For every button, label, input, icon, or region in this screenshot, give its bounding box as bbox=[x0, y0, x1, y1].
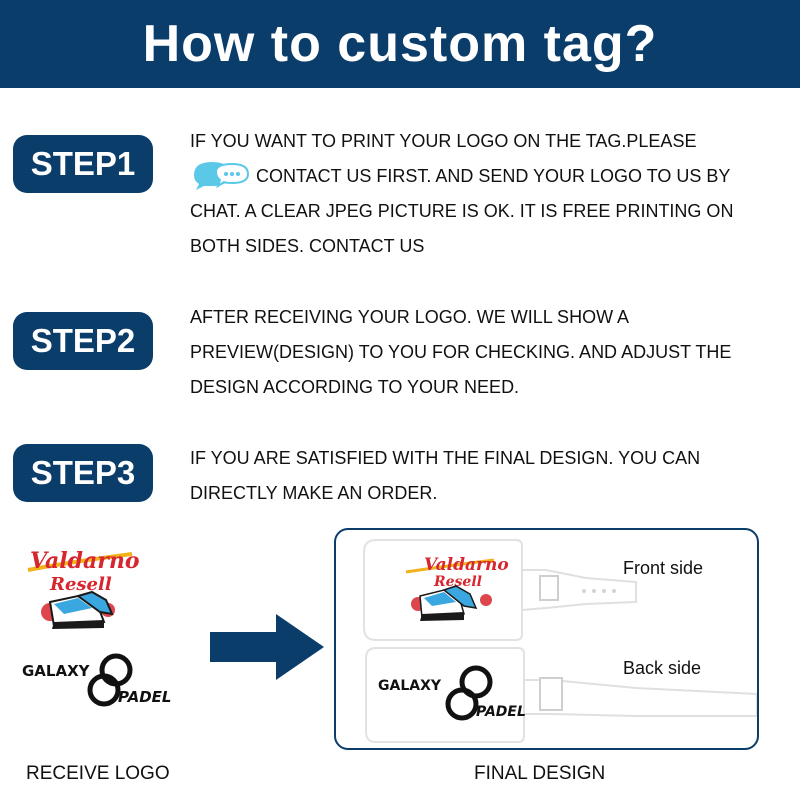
valdarno-subtitle: Resell bbox=[49, 574, 112, 595]
tags-illustration: Valdarno Resell GALAXY PADEL bbox=[363, 539, 757, 743]
galaxy-padel-logo: GALAXY PADEL bbox=[20, 650, 180, 720]
step2-text: AFTER RECEIVING YOUR LOGO. WE WILL SHOW … bbox=[190, 300, 780, 405]
front-tag: Valdarno Resell bbox=[363, 539, 637, 641]
step1-line: IF YOU WANT TO PRINT YOUR LOGO ON THE TA… bbox=[190, 131, 697, 151]
back-galaxy-word: GALAXY bbox=[378, 678, 442, 694]
front-valdarno-title: Valdarno bbox=[424, 555, 509, 575]
galaxy-word: GALAXY bbox=[22, 662, 91, 680]
front-valdarno-subtitle: Resell bbox=[433, 574, 482, 590]
final-design-panel: Valdarno Resell GALAXY PADEL Front side … bbox=[334, 528, 759, 750]
step3-text: IF YOU ARE SATISFIED WITH THE FINAL DESI… bbox=[190, 441, 780, 511]
padel-word: PADEL bbox=[118, 688, 171, 706]
back-side-label: Back side bbox=[623, 658, 702, 678]
step1-badge: STEP1 bbox=[13, 135, 153, 193]
step1-line: BOTH SIDES. CONTACT US bbox=[190, 236, 425, 256]
chat-bubble-icon[interactable] bbox=[190, 159, 252, 191]
step3-line: DIRECTLY MAKE AN ORDER. bbox=[190, 483, 438, 503]
front-side-label: Front side bbox=[623, 558, 704, 578]
step1-text: IF YOU WANT TO PRINT YOUR LOGO ON THE TA… bbox=[190, 124, 780, 264]
step2-line: PREVIEW(DESIGN) TO YOU FOR CHECKING. AND… bbox=[190, 342, 732, 362]
step1-line: CONTACT US FIRST. AND SEND YOUR LOGO TO … bbox=[190, 159, 780, 194]
step3-badge: STEP3 bbox=[13, 444, 153, 502]
step2-line: DESIGN ACCORDING TO YOUR NEED. bbox=[190, 377, 520, 397]
back-padel-word: PADEL bbox=[476, 704, 526, 720]
header-banner: How to custom tag? bbox=[0, 0, 800, 88]
final-design-caption: FINAL DESIGN bbox=[474, 763, 606, 784]
valdarno-logo: Valdarno Resell bbox=[20, 540, 140, 640]
page-title: How to custom tag? bbox=[142, 15, 658, 73]
receive-logo-caption: RECEIVE LOGO bbox=[26, 763, 170, 784]
step3-line: IF YOU ARE SATISFIED WITH THE FINAL DESI… bbox=[190, 448, 701, 468]
valdarno-title: Valdarno bbox=[30, 548, 140, 574]
back-tag: GALAXY PADEL bbox=[365, 647, 757, 743]
step1-line: CHAT. A CLEAR JPEG PICTURE IS OK. IT IS … bbox=[190, 201, 734, 221]
step2-line: AFTER RECEIVING YOUR LOGO. WE WILL SHOW … bbox=[190, 307, 630, 327]
step2-badge: STEP2 bbox=[13, 312, 153, 370]
right-arrow-icon bbox=[208, 612, 326, 687]
step1-line-text: CONTACT US FIRST. AND SEND YOUR LOGO TO … bbox=[256, 166, 731, 186]
